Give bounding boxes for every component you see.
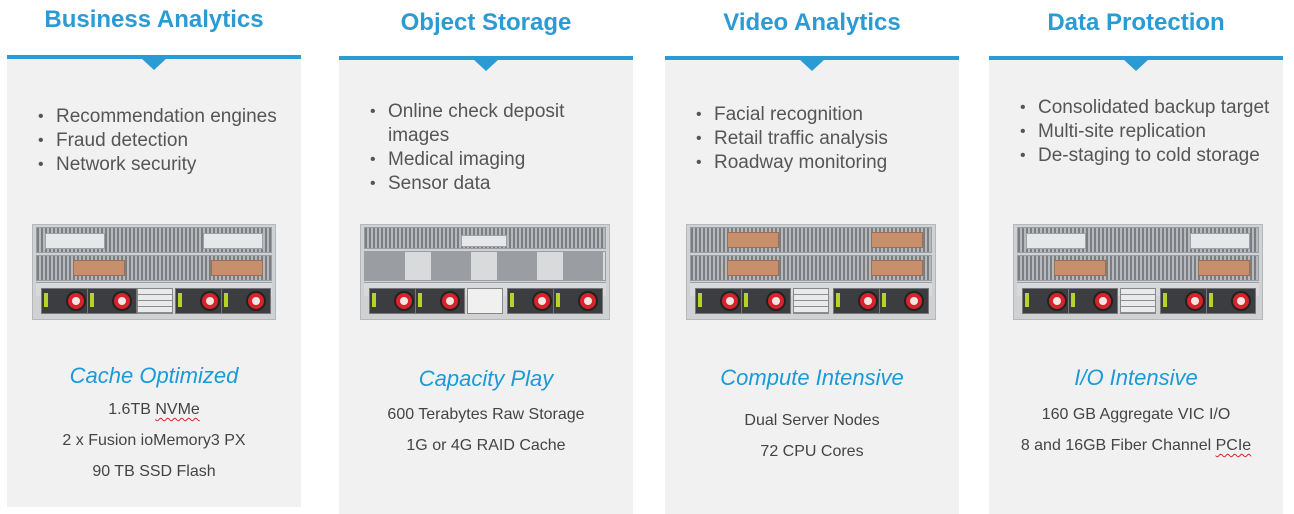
list-item: Medical imaging [370, 148, 588, 172]
use-case-list: Online check deposit images Medical imag… [339, 100, 588, 196]
use-case-list: Facial recognition Retail traffic analys… [665, 103, 888, 175]
list-item: Roadway monitoring [696, 151, 888, 175]
fan-icon [720, 291, 740, 311]
column-title: Object Storage [400, 9, 572, 36]
fan-icon [112, 291, 132, 311]
notch-arrow-icon [1123, 59, 1149, 71]
spec-line: 90 TB SSD Flash [92, 463, 216, 480]
fan-icon [1093, 291, 1113, 311]
profile-label: Capacity Play [418, 366, 554, 391]
server-chassis-icon [1013, 224, 1263, 320]
panel: Facial recognition Retail traffic analys… [665, 56, 959, 514]
list-item: Retail traffic analysis [696, 127, 888, 151]
fan-icon [578, 291, 598, 311]
profile-label: Compute Intensive [720, 365, 904, 390]
fan-icon [904, 291, 924, 311]
fan-icon [200, 291, 220, 311]
spec-line: 600 Terabytes Raw Storage [387, 406, 585, 423]
list-item: Fraud detection [38, 129, 277, 153]
spec-line: 1.6TB NVMe [108, 401, 200, 418]
column-title: Video Analytics [723, 9, 901, 36]
notch-arrow-icon [141, 58, 167, 70]
spec-line: 2 x Fusion ioMemory3 PX [62, 432, 246, 449]
fan-icon [1185, 291, 1205, 311]
list-item: De-staging to cold storage [1020, 144, 1269, 168]
column-title: Data Protection [1047, 9, 1225, 36]
use-case-list: Consolidated backup target Multi-site re… [989, 96, 1269, 168]
fan-icon [440, 291, 460, 311]
fan-icon [66, 291, 86, 311]
profile-label: I/O Intensive [1074, 365, 1198, 390]
column-title: Business Analytics [44, 6, 264, 33]
spec-line: 1G or 4G RAID Cache [406, 437, 566, 454]
spec-line: 72 CPU Cores [760, 443, 864, 460]
use-case-list: Recommendation engines Fraud detection N… [7, 105, 277, 177]
fan-icon [532, 291, 552, 311]
server-chassis-icon [32, 224, 276, 320]
column-data-protection: Data Protection Consolidated backup targ… [989, 0, 1283, 514]
fan-icon [1231, 291, 1251, 311]
spec-line: Dual Server Nodes [744, 412, 880, 429]
notch-arrow-icon [799, 59, 825, 71]
profile-label: Cache Optimized [69, 363, 239, 388]
fan-icon [766, 291, 786, 311]
spec-line: 8 and 16GB Fiber Channel PCIe [1020, 437, 1252, 454]
panel: Recommendation engines Fraud detection N… [7, 55, 301, 507]
column-business-analytics: Business Analytics Recommendation engine… [7, 0, 301, 514]
fan-icon [246, 291, 266, 311]
panel: Consolidated backup target Multi-site re… [989, 56, 1283, 514]
fan-icon [394, 291, 414, 311]
list-item: Sensor data [370, 172, 588, 196]
fan-icon [1047, 291, 1067, 311]
fan-icon [858, 291, 878, 311]
list-item: Recommendation engines [38, 105, 277, 129]
panel: Online check deposit images Medical imag… [339, 56, 633, 514]
list-item: Multi-site replication [1020, 120, 1269, 144]
column-object-storage: Object Storage Online check deposit imag… [339, 0, 633, 514]
column-video-analytics: Video Analytics Facial recognition Retai… [665, 0, 959, 514]
notch-arrow-icon [473, 59, 499, 71]
list-item: Online check deposit images [370, 100, 588, 148]
spec-line: 160 GB Aggregate VIC I/O [1041, 406, 1231, 423]
server-chassis-icon [686, 224, 936, 320]
server-chassis-icon [360, 224, 610, 320]
list-item: Network security [38, 153, 277, 177]
list-item: Consolidated backup target [1020, 96, 1269, 120]
list-item: Facial recognition [696, 103, 888, 127]
